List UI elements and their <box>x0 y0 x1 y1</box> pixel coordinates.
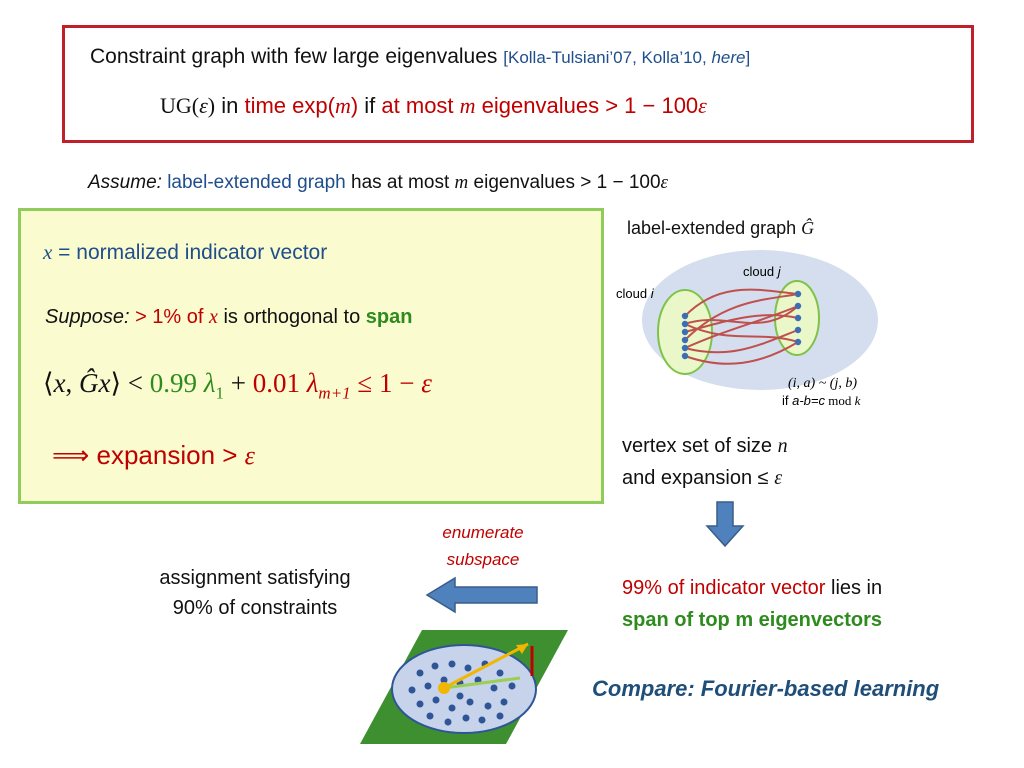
suppose-line: Suppose: > 1% of x is orthogonal to span <box>45 306 413 328</box>
top-title-text: Constraint graph with few large eigenval… <box>90 45 498 68</box>
down-arrow-icon <box>705 501 745 548</box>
inequality: ⟨x, Ĝx⟩ < 0.99 λ1 + 0.01 λm+1 ≤ 1 − ε <box>43 368 432 403</box>
eigenvalue-condition: at most m eigenvalues > 1 − 100ε <box>381 93 707 118</box>
subspace-points <box>408 660 516 726</box>
cloud-j-vertices <box>794 290 802 346</box>
citation: [Kolla-Tulsiani’07, Kolla’10, here] <box>503 48 751 67</box>
cloud-i-vertices <box>681 312 689 360</box>
cloud-j-label: cloud j <box>743 264 782 279</box>
graph-edges <box>684 288 799 365</box>
proof-sketch-box <box>18 208 604 504</box>
indicator-definition: x = normalized indicator vector <box>43 240 328 264</box>
top-summary-box <box>62 25 974 143</box>
top-result-line: UG(ε) in time exp(m) if at most m eigenv… <box>160 93 707 118</box>
label-extended-graph-diagram: cloud i cloud j (i, a) ~ (j, b) if a-b=c… <box>616 250 878 408</box>
indicator-vector-text: 99% of indicator vector lies in span of … <box>622 577 883 631</box>
projection-line <box>443 676 521 690</box>
vector-arrow <box>443 642 529 690</box>
graph-title: label-extended graph Ĝ <box>627 218 815 238</box>
compare-text: Compare: Fourier-based learning <box>592 676 940 701</box>
subspace-illustration <box>360 630 568 744</box>
enumerate-subspace-label: enumerate subspace <box>442 523 524 569</box>
vertex-set-text: vertex set of size n and expansion ≤ ε <box>622 435 788 489</box>
cloud-i-label: cloud i <box>616 286 655 301</box>
top-title: Constraint graph with few large eigenval… <box>90 45 750 69</box>
origin-point <box>438 682 450 694</box>
assignment-text: assignment satisfying 90% of constraints <box>159 567 351 619</box>
left-arrow-icon <box>425 576 538 614</box>
assume-line: Assume: label-extended graph has at most… <box>88 172 669 193</box>
label-extended-graph-term: label-extended graph <box>167 172 346 193</box>
edge-condition: if a-b=c mod k <box>782 393 861 408</box>
vector-arrowhead <box>516 644 528 654</box>
expansion-conclusion: ⟹ expansion > ε <box>52 440 255 470</box>
time-bound: time exp(m) <box>244 93 359 118</box>
subspace-ellipse <box>391 644 537 734</box>
edge-relation: (i, a) ~ (j, b) <box>788 376 857 391</box>
